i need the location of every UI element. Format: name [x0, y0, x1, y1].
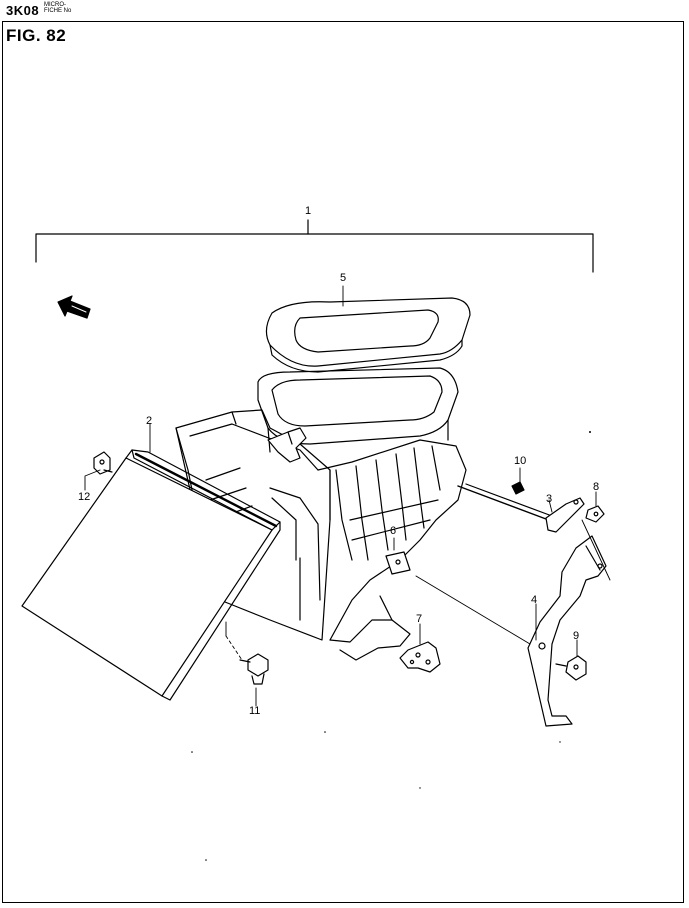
clip-part-12 [93, 451, 113, 475]
main-housing [175, 409, 467, 661]
scan-specks [191, 431, 591, 861]
top-seal-part [265, 297, 471, 373]
front-arrow-icon [57, 295, 91, 319]
callout-5: 5 [340, 272, 346, 284]
callout-2: 2 [146, 415, 152, 427]
callout-6: 6 [390, 525, 396, 537]
assembly-bracket [35, 219, 594, 273]
callout-8: 8 [593, 481, 599, 493]
clip-part-6 [385, 551, 411, 575]
leader-lines [84, 285, 611, 707]
figure-label: FIG. 82 [6, 26, 67, 45]
callout-3: 3 [546, 493, 552, 505]
microfiche-code: 3K08 [6, 3, 40, 18]
filter-panel-part [21, 449, 281, 701]
callout-labels: 1 2 3 4 5 6 7 8 9 10 11 12 [78, 205, 599, 717]
callout-11: 11 [249, 705, 260, 717]
screw-part-11 [239, 653, 269, 685]
bracket-part-7 [399, 641, 441, 673]
nut-part-9 [555, 655, 587, 681]
bolt-part-10 [511, 481, 525, 495]
microfiche-caption: MICRO- FICHE No [44, 2, 71, 14]
figure-frame [2, 21, 684, 903]
callout-7: 7 [416, 613, 422, 625]
callout-4: 4 [531, 594, 537, 606]
nut-part-8 [585, 505, 605, 523]
microfiche-caption-line1: MICRO- [44, 2, 66, 8]
upper-clip [267, 427, 307, 463]
rod-part-3 [457, 483, 585, 533]
lever-part-4 [527, 535, 607, 727]
page-header: 3K08 MICRO- FICHE No [0, 0, 689, 20]
callout-12: 12 [78, 491, 90, 503]
callout-1: 1 [305, 205, 311, 217]
upper-duct [257, 367, 459, 453]
callout-10: 10 [514, 455, 526, 467]
microfiche-caption-line2: FICHE No [44, 8, 72, 14]
callout-9: 9 [573, 630, 579, 642]
